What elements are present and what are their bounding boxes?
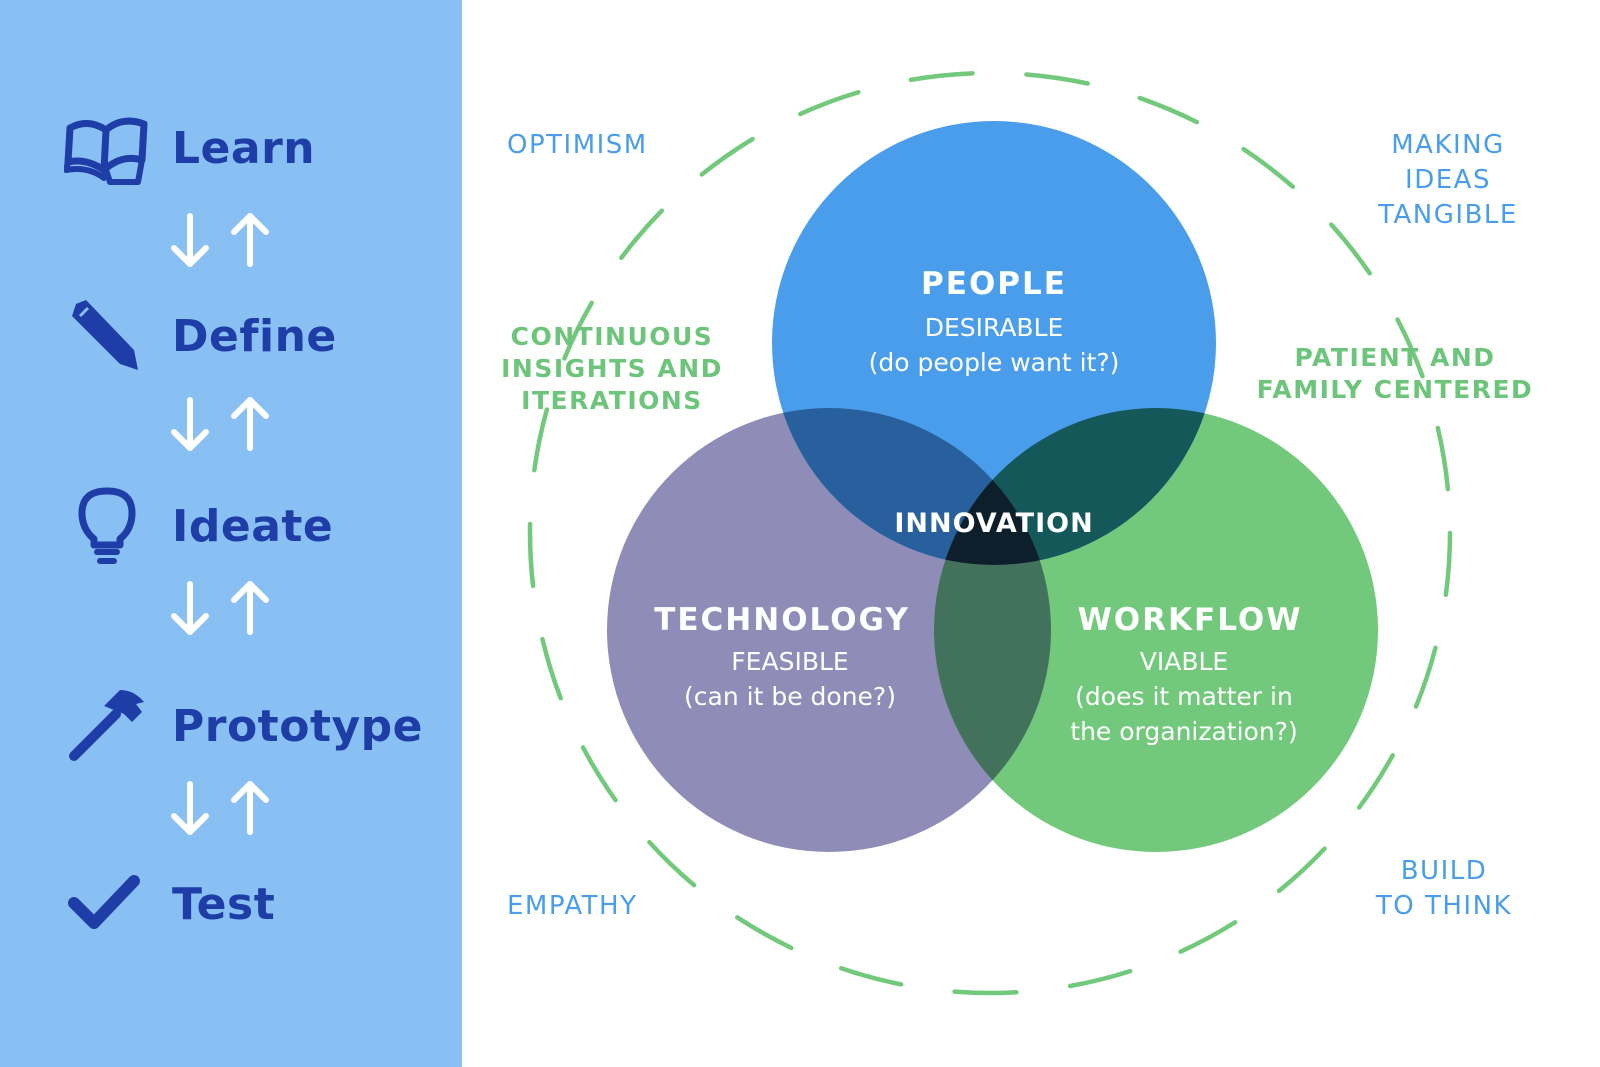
step-label-ideate: Ideate [172, 500, 334, 552]
empathy-label: EMPATHY [507, 891, 637, 921]
patient-line1: PATIENT AND [1294, 343, 1495, 372]
people-subtitle: DESIRABLE [925, 313, 1064, 342]
workflow-title: WORKFLOW [1078, 602, 1303, 638]
step-ideate: Ideate [64, 486, 333, 566]
step-prototype: Prototype [64, 686, 423, 766]
step-label-prototype: Prototype [172, 700, 423, 752]
down-up-arrows-icon [170, 394, 280, 454]
technology-title: TECHNOLOGY [654, 602, 910, 638]
checkmark-icon [64, 864, 154, 944]
making-ideas-line1: MAKING [1391, 130, 1505, 160]
outer-dashed-circle [527, 70, 1453, 996]
continuous-line3: ITERATIONS [521, 386, 703, 415]
making-ideas-line3: TANGIBLE [1377, 200, 1518, 230]
innovation-label: INNOVATION [894, 508, 1093, 539]
people-workflow-overlap [934, 408, 1216, 565]
step-label-learn: Learn [172, 122, 316, 174]
build-line2: TO THINK [1375, 891, 1512, 921]
continuous-line2: INSIGHTS AND [501, 354, 723, 383]
lightbulb-icon [64, 486, 154, 566]
open-book-icon [64, 108, 154, 188]
workflow-question-line1: (does it matter in [1075, 682, 1293, 711]
step-learn: Learn [64, 108, 315, 188]
making-ideas-line2: IDEAS [1405, 165, 1491, 195]
hammer-icon [64, 686, 154, 766]
technology-question: (can it be done?) [684, 682, 896, 711]
step-label-test: Test [172, 878, 276, 930]
step-define: Define [64, 296, 337, 376]
venn-diagram-area: PEOPLE DESIRABLE (do people want it?) IN… [462, 0, 1600, 1067]
step-test: Test [64, 864, 275, 944]
people-question: (do people want it?) [869, 348, 1120, 377]
patient-line2: FAMILY CENTERED [1257, 375, 1534, 404]
down-up-arrows-icon [170, 578, 280, 638]
pencil-icon [64, 296, 154, 376]
build-line1: BUILD [1401, 856, 1488, 886]
process-sidebar: Learn Define [0, 0, 462, 1067]
continuous-line1: CONTINUOUS [511, 322, 714, 351]
step-label-define: Define [172, 310, 337, 362]
optimism-label: OPTIMISM [507, 130, 648, 160]
people-title: PEOPLE [921, 266, 1067, 302]
people-technology-overlap [772, 408, 1051, 565]
workflow-subtitle: VIABLE [1140, 647, 1228, 676]
technology-subtitle: FEASIBLE [731, 647, 848, 676]
workflow-question-line2: the organization?) [1070, 717, 1297, 746]
down-up-arrows-icon [170, 778, 280, 838]
down-up-arrows-icon [170, 210, 280, 270]
